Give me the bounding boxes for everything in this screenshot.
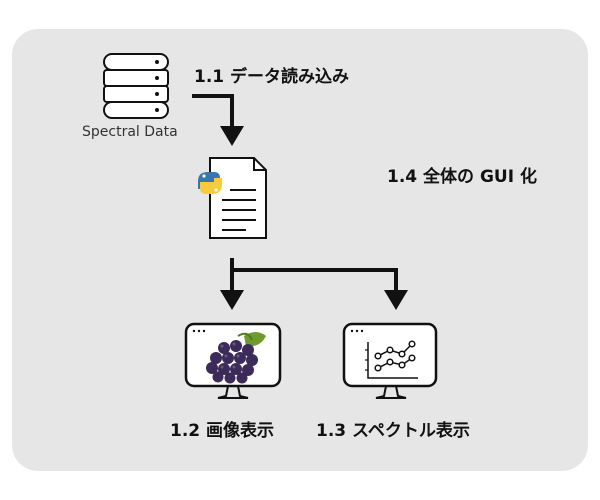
python-file-icon — [198, 157, 267, 239]
image-arrow-head — [220, 290, 244, 310]
spectrum-step-label: 1.3 スペクトル表示 — [316, 421, 470, 441]
data-source-label: Spectral Data — [82, 124, 178, 140]
database-icon — [103, 53, 169, 119]
load-step-label: 1.1 データ読み込み — [194, 67, 350, 87]
branch-arrows — [230, 258, 398, 292]
load-arrow-head — [220, 126, 244, 146]
spectrum-arrow-head — [384, 290, 408, 310]
grape-monitor-icon — [184, 322, 282, 399]
load-arrow — [192, 94, 234, 128]
image-step-label: 1.2 画像表示 — [170, 421, 275, 441]
plot-monitor-icon — [342, 322, 438, 399]
gui-step-label: 1.4 全体の GUI 化 — [387, 167, 537, 187]
